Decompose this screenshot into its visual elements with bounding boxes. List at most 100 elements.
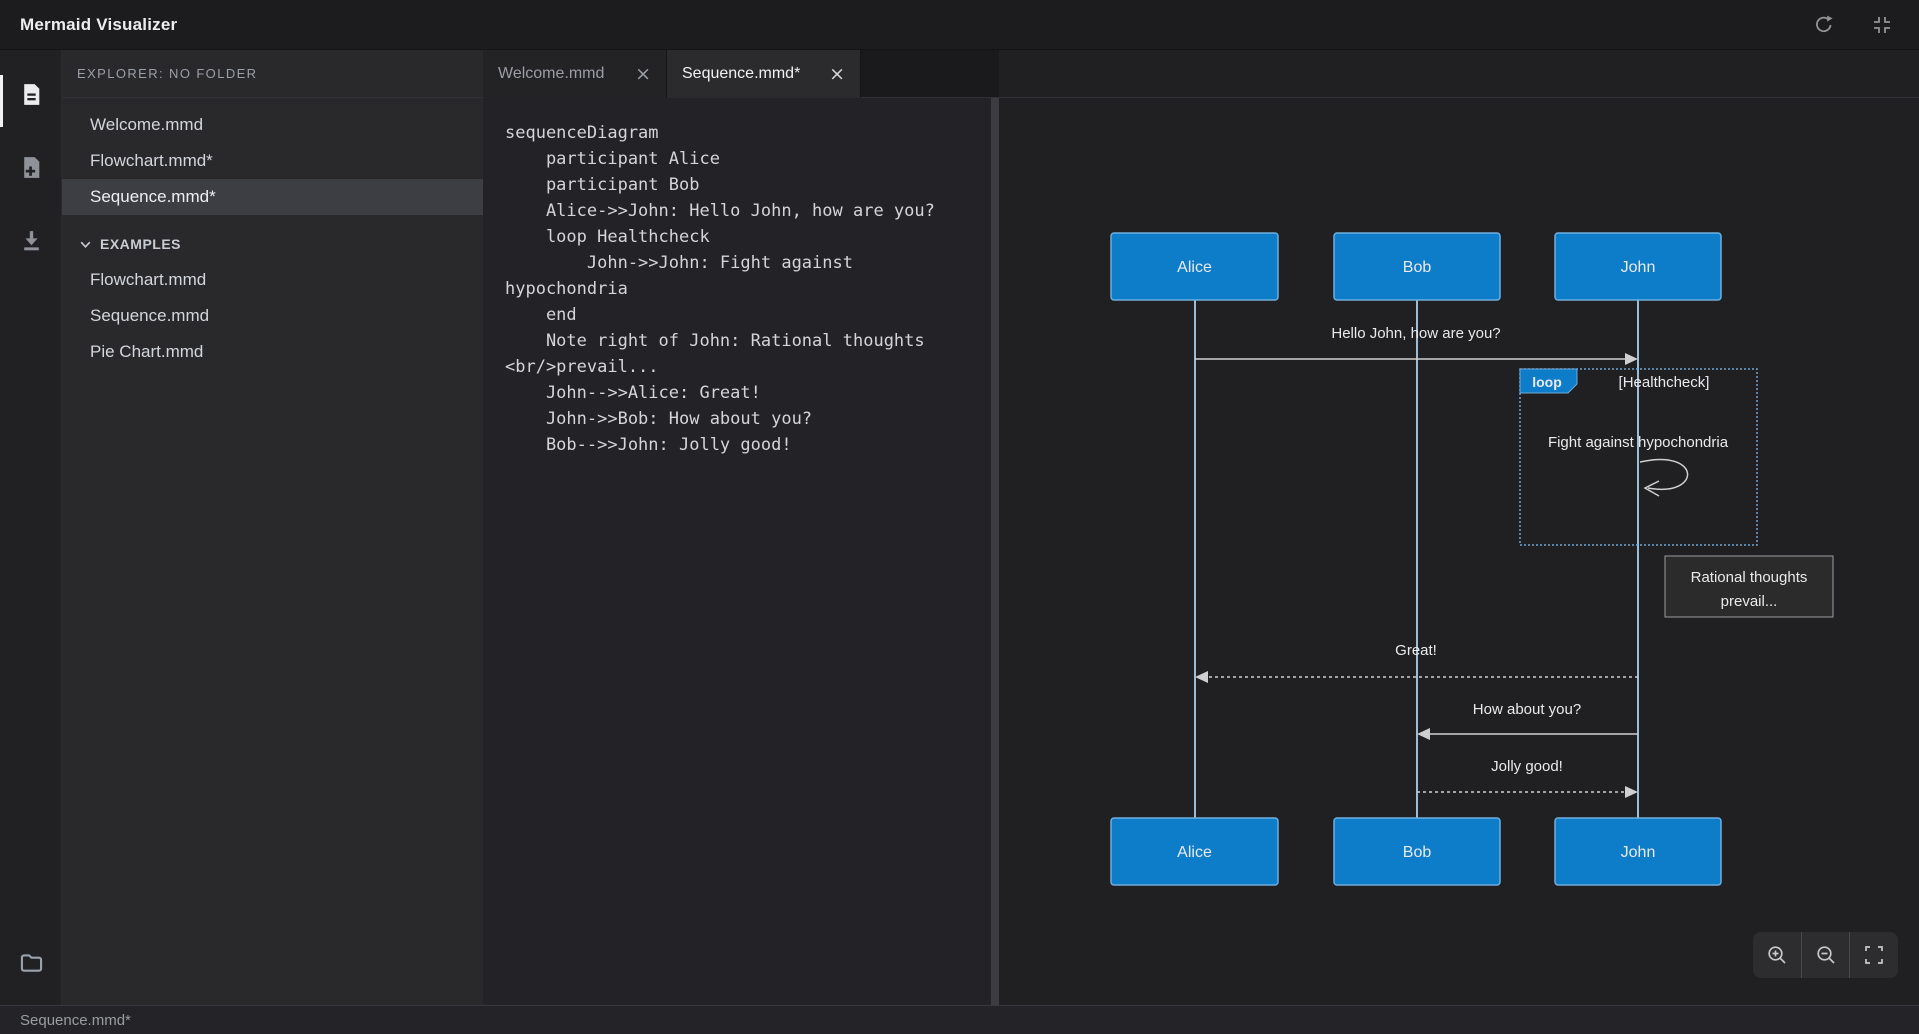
- activitybar-open-folder-button[interactable]: [0, 934, 62, 990]
- folder-icon: [20, 953, 42, 972]
- actor-top-alice: Alice: [1110, 232, 1279, 301]
- collapse-view-button[interactable]: [1867, 10, 1897, 40]
- zoom-controls: [1753, 932, 1898, 978]
- preview-header: [999, 50, 1919, 98]
- svg-text:Alice: Alice: [1177, 259, 1212, 276]
- file-label: Flowchart.mmd*: [90, 151, 213, 170]
- activitybar-files-button[interactable]: [0, 66, 62, 122]
- zoom-out-icon: [1816, 946, 1835, 964]
- code-line: end: [505, 305, 577, 325]
- collapse-icon: [1874, 17, 1890, 33]
- fit-screen-icon: [1865, 946, 1884, 964]
- arrowhead: [1625, 786, 1638, 798]
- tab-sequence[interactable]: Sequence.mmd* ×: [667, 50, 861, 98]
- svg-text:John: John: [1621, 259, 1656, 276]
- note-box: Rational thoughts prevail...: [1664, 555, 1834, 618]
- loop-condition: [Healthcheck]: [1619, 374, 1710, 391]
- code-line: John->>John: Fight against: [505, 253, 853, 273]
- chevron-down-icon: [80, 241, 91, 248]
- self-loop-arrow: [1639, 458, 1689, 491]
- svg-text:Rational thoughts: Rational thoughts: [1691, 569, 1808, 586]
- refresh-icon: [1816, 15, 1833, 33]
- active-indicator: [0, 75, 3, 127]
- message-howabout-label: How about you?: [1473, 701, 1581, 718]
- svg-text:John: John: [1621, 844, 1656, 861]
- sidebar-item-flowchart[interactable]: Flowchart.mmd*: [62, 143, 483, 179]
- new-file-icon: [23, 156, 39, 178]
- svg-text:Bob: Bob: [1403, 844, 1432, 861]
- sidebar-item-sequence[interactable]: Sequence.mmd*: [62, 179, 483, 215]
- close-icon[interactable]: ×: [635, 62, 651, 85]
- sidebar-item-example-sequence[interactable]: Sequence.mmd: [62, 298, 483, 334]
- activitybar-new-file-button[interactable]: [0, 139, 62, 195]
- actor-bottom-alice: Alice: [1110, 817, 1279, 886]
- message-self-label: Fight against hypochondria: [1548, 434, 1729, 451]
- section-label: EXAMPLES: [100, 236, 182, 252]
- code-line: Note right of John: Rational thoughts: [505, 331, 925, 351]
- file-label: Sequence.mmd: [90, 306, 210, 325]
- arrowhead-open: [1643, 480, 1660, 497]
- actor-top-bob: Bob: [1333, 232, 1501, 301]
- activitybar-download-button[interactable]: [0, 212, 62, 268]
- zoom-in-button[interactable]: [1753, 932, 1802, 978]
- zoom-out-button[interactable]: [1802, 932, 1851, 978]
- statusbar: Sequence.mmd*: [0, 1005, 1919, 1034]
- document-icon: [23, 83, 39, 105]
- diagram-preview[interactable]: Alice Bob John Hello John, how are you? …: [999, 50, 1919, 1005]
- explorer-header: EXPLORER: NO FOLDER: [62, 50, 483, 98]
- statusbar-filename: Sequence.mmd*: [20, 1011, 131, 1029]
- arrowhead: [1417, 728, 1430, 740]
- svg-text:prevail...: prevail...: [1721, 593, 1778, 610]
- code-line: Bob-->>John: Jolly good!: [505, 435, 792, 455]
- message-jolly-label: Jolly good!: [1491, 758, 1563, 775]
- loop-label-box: [1519, 368, 1578, 394]
- arrowhead: [1625, 353, 1638, 365]
- code-line: Alice->>John: Hello John, how are you?: [505, 201, 935, 221]
- download-icon: [23, 230, 39, 250]
- app-title: Mermaid Visualizer: [20, 14, 178, 34]
- file-label: Pie Chart.mmd: [90, 342, 204, 361]
- file-list: Welcome.mmd Flowchart.mmd* Sequence.mmd*…: [62, 98, 483, 370]
- code-editor[interactable]: sequenceDiagram participant Alice partic…: [483, 98, 991, 1005]
- splitter-top: [991, 50, 999, 98]
- actor-bottom-john: John: [1554, 817, 1722, 886]
- actor-bottom-bob: Bob: [1333, 817, 1501, 886]
- close-icon[interactable]: ×: [829, 62, 845, 85]
- code-line: hypochondria: [505, 279, 628, 299]
- explorer-sidebar: EXPLORER: NO FOLDER Welcome.mmd Flowchar…: [62, 50, 483, 1005]
- code-line: <br/>prevail...: [505, 357, 659, 377]
- splitter[interactable]: [991, 98, 999, 1005]
- code-line: John->>Bob: How about you?: [505, 409, 813, 429]
- code-line: John-->>Alice: Great!: [505, 383, 761, 403]
- tab-label: Welcome.mmd: [498, 65, 605, 82]
- svg-text:Bob: Bob: [1403, 259, 1432, 276]
- tabbar: Welcome.mmd × Sequence.mmd* ×: [483, 50, 991, 98]
- activitybar: [0, 50, 62, 1005]
- code-line: loop Healthcheck: [505, 227, 710, 247]
- sidebar-item-welcome[interactable]: Welcome.mmd: [62, 107, 483, 143]
- tab-label: Sequence.mmd*: [682, 65, 801, 82]
- examples-section-header[interactable]: EXAMPLES: [62, 226, 483, 262]
- titlebar-actions: [1809, 0, 1897, 50]
- loop-frame: [1519, 368, 1758, 546]
- code-line: participant Alice: [505, 149, 720, 169]
- loop-label: loop: [1532, 374, 1562, 390]
- message-great-label: Great!: [1395, 642, 1437, 659]
- actor-top-john: John: [1554, 232, 1722, 301]
- code-line: sequenceDiagram: [505, 123, 659, 143]
- file-label: Sequence.mmd*: [90, 187, 216, 206]
- file-label: Welcome.mmd: [90, 115, 204, 134]
- file-label: Flowchart.mmd: [90, 270, 207, 289]
- sequence-diagram: Alice Bob John Hello John, how are you? …: [1110, 232, 1834, 886]
- tab-welcome[interactable]: Welcome.mmd ×: [483, 50, 667, 98]
- code-line: participant Bob: [505, 175, 700, 195]
- titlebar: Mermaid Visualizer: [0, 0, 1919, 50]
- refresh-button[interactable]: [1809, 10, 1839, 40]
- fit-screen-button[interactable]: [1850, 932, 1898, 978]
- sidebar-item-example-piechart[interactable]: Pie Chart.mmd: [62, 334, 483, 370]
- svg-text:Alice: Alice: [1177, 844, 1212, 861]
- arrowhead: [1195, 671, 1208, 683]
- sidebar-item-example-flowchart[interactable]: Flowchart.mmd: [62, 262, 483, 298]
- zoom-in-icon: [1768, 946, 1786, 964]
